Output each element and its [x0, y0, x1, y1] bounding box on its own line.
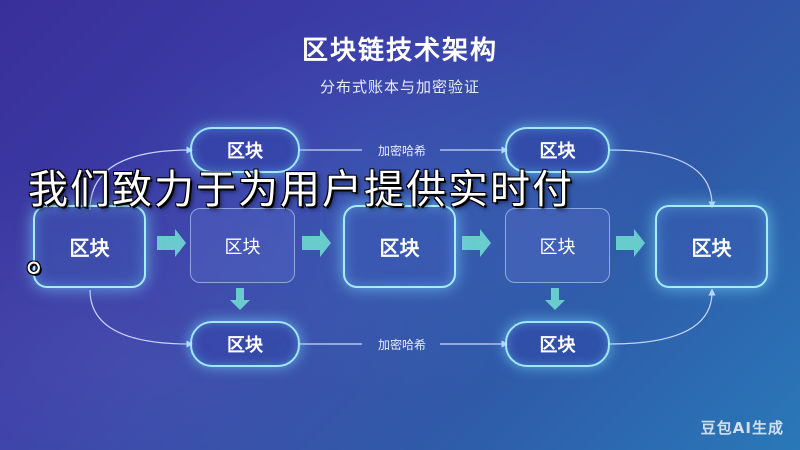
block-middle-2: 区块 — [190, 208, 295, 283]
arrow-down-2 — [545, 288, 565, 310]
block-bottom-right: 区块 — [505, 321, 610, 367]
arrow-down-1 — [230, 288, 250, 310]
overlay-caption-punctuation: 。 — [26, 235, 66, 281]
diagram-title: 区块链技术架构 — [301, 36, 498, 66]
block-top-right: 区块 — [505, 127, 610, 173]
overlay-caption: 我们致力于为用户提供实时付 — [28, 167, 574, 213]
block-label: 区块 — [539, 236, 576, 258]
block-top-left: 区块 — [190, 127, 300, 173]
curve-left-bottom — [89, 289, 194, 348]
arrow-right-4 — [616, 229, 645, 257]
arrow-right-2 — [302, 229, 331, 257]
block-label: 区块 — [539, 141, 576, 162]
block-label: 区块 — [224, 236, 261, 258]
arrow-right-1 — [157, 229, 186, 257]
block-label: 区块 — [691, 236, 732, 260]
block-label: 区块 — [379, 236, 420, 260]
block-middle-1: 区块 — [33, 205, 146, 288]
block-label: 区块 — [69, 236, 110, 260]
block-middle-5: 区块 — [655, 205, 768, 288]
link-label-top: 加密哈希 — [377, 144, 426, 158]
block-bottom-left: 区块 — [190, 321, 300, 367]
link-label-bottom: 加密哈希 — [377, 338, 426, 352]
curve-right-top — [609, 149, 716, 209]
curve-right-bottom — [609, 288, 716, 345]
diagram-subtitle: 分布式账本与加密验证 — [319, 78, 480, 96]
arrow-right-3 — [462, 229, 491, 257]
block-middle-4: 区块 — [505, 208, 610, 283]
ai-watermark: 豆包AI生成 — [700, 419, 784, 437]
block-label: 区块 — [539, 335, 576, 356]
block-middle-3: 区块 — [343, 205, 456, 288]
curve-left-top — [89, 146, 194, 211]
block-label: 区块 — [227, 335, 263, 356]
block-label: 区块 — [227, 141, 263, 162]
